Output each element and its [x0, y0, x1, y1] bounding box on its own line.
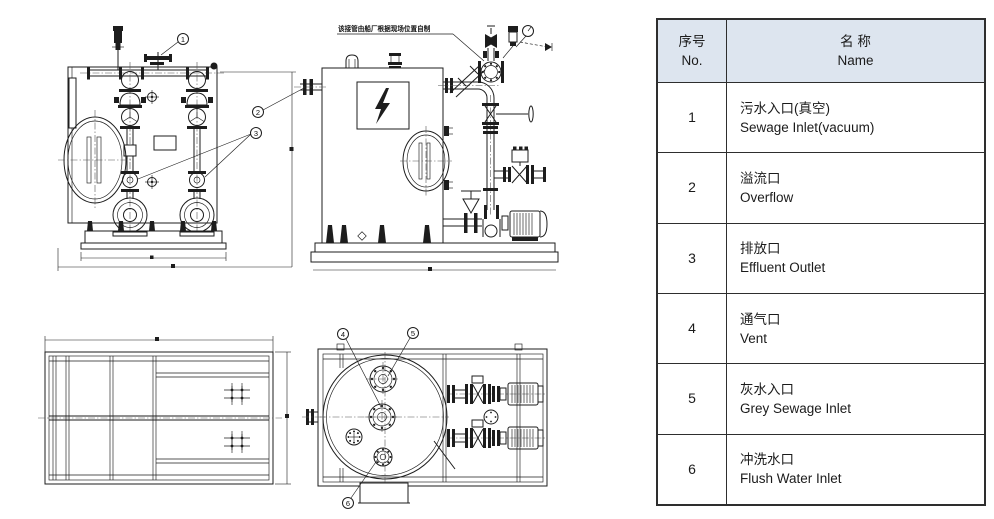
row-name: 污水入口(真空) Sewage Inlet(vacuum)	[727, 83, 984, 152]
annotation-note: 该接管由船厂根据现场位置自制	[337, 24, 485, 62]
vent-fitting	[144, 52, 172, 70]
base-skid-front	[80, 221, 227, 250]
parts-table: 序号 No. 名 称 Name 1 污水入口(真空) Sewage Inlet(…	[656, 18, 986, 506]
annotation-text: 该接管由船厂根据现场位置自制	[338, 24, 431, 33]
pressure-gauge	[522, 25, 534, 37]
row-name-zh: 溢流口	[740, 170, 781, 186]
svg-text:1: 1	[181, 35, 185, 44]
row-name-zh: 排放口	[740, 241, 781, 257]
drain-fitting-lower	[145, 175, 159, 189]
row-no: 4	[658, 293, 727, 364]
callout-1: 1	[160, 33, 189, 56]
row-name-zh: 冲洗水口	[740, 452, 794, 468]
row-name-en: Grey Sewage Inlet	[740, 400, 852, 416]
row-name-en: Vent	[740, 330, 768, 346]
base-skid-side	[310, 225, 559, 271]
row-no: 1	[658, 83, 727, 153]
dimension-lines-front	[57, 71, 296, 271]
row-name: 溢流口 Overflow	[727, 153, 984, 222]
pressure-instruments	[502, 25, 553, 59]
technical-drawing: 1 2 3	[38, 24, 559, 509]
overflow-nozzle	[294, 79, 328, 95]
row-name-zh: 污水入口(真空)	[740, 100, 830, 116]
row-name: 排放口 Effluent Outlet	[727, 224, 984, 293]
table-row: 4 通气口 Vent	[658, 292, 984, 364]
table-row: 3 排放口 Effluent Outlet	[658, 222, 984, 293]
row-no: 3	[658, 223, 727, 293]
row-no: 2	[658, 153, 727, 223]
svg-text:6: 6	[346, 499, 350, 508]
motor-valve	[494, 146, 546, 184]
svg-text:2: 2	[256, 108, 260, 117]
callout-4: 4	[337, 328, 382, 408]
callout-5: 5	[387, 327, 419, 377]
callout-3: 3	[137, 127, 262, 180]
lightning-panel	[356, 81, 410, 130]
relief-valve	[112, 26, 124, 70]
chute-box	[359, 482, 409, 504]
row-no: 6	[658, 434, 727, 504]
row-no: 5	[658, 364, 727, 434]
table-row: 6 冲洗水口 Flush Water Inlet	[658, 433, 984, 504]
row-name-zh: 灰水入口	[740, 381, 794, 397]
pump-row-2	[446, 419, 547, 450]
discharge-piping	[438, 25, 504, 98]
pump-unit-side	[443, 190, 548, 241]
nozzle-grey-inlet	[365, 361, 401, 397]
pump-column-right	[179, 61, 215, 237]
name-plate	[153, 135, 177, 151]
base-frame-plan-view	[38, 336, 291, 485]
callout-2: 2	[252, 87, 305, 118]
globe-valve	[482, 103, 534, 125]
manhole-side	[400, 126, 452, 196]
row-name: 通气口 Vent	[727, 294, 984, 363]
header-no-cell: 序号 No.	[658, 20, 727, 82]
row-name-en: Overflow	[740, 189, 794, 205]
manhole-front	[58, 110, 132, 210]
svg-text:5: 5	[411, 329, 415, 338]
header-no-en: No.	[681, 53, 703, 68]
top-plan-view: 4 5 6	[302, 327, 548, 509]
header-name-en: Name	[837, 53, 874, 68]
row-name-en: Flush Water Inlet	[740, 471, 842, 487]
row-name: 灰水入口 Grey Sewage Inlet	[727, 364, 984, 433]
table-row: 5 灰水入口 Grey Sewage Inlet	[658, 363, 984, 434]
tank-side	[321, 67, 444, 244]
nozzle-vent	[364, 399, 400, 435]
row-name-en: Effluent Outlet	[740, 260, 826, 276]
side-stub-nozzle	[302, 409, 325, 425]
parts-table-header: 序号 No. 名 称 Name	[658, 20, 984, 82]
front-view: 1 2 3	[57, 26, 305, 271]
header-name-zh: 名 称	[840, 34, 871, 49]
pump-row-1	[446, 375, 547, 406]
table-row: 1 污水入口(真空) Sewage Inlet(vacuum)	[658, 82, 984, 153]
svg-text:3: 3	[254, 129, 258, 138]
header-name-cell: 名 称 Name	[727, 20, 984, 82]
small-flange	[345, 428, 363, 446]
side-view: 该接管由船厂根据现场位置自制	[294, 24, 559, 271]
dimension-lines-plan	[44, 336, 291, 485]
drain-fitting-upper	[145, 90, 159, 104]
callout-6: 6	[342, 458, 379, 509]
row-name-en: Sewage Inlet(vacuum)	[740, 119, 875, 135]
nozzle-flush	[373, 447, 393, 467]
svg-text:4: 4	[341, 330, 345, 339]
row-name: 冲洗水口 Flush Water Inlet	[727, 435, 984, 504]
header-no-zh: 序号	[678, 34, 706, 49]
table-row: 2 溢流口 Overflow	[658, 152, 984, 223]
row-name-zh: 通气口	[740, 311, 781, 327]
